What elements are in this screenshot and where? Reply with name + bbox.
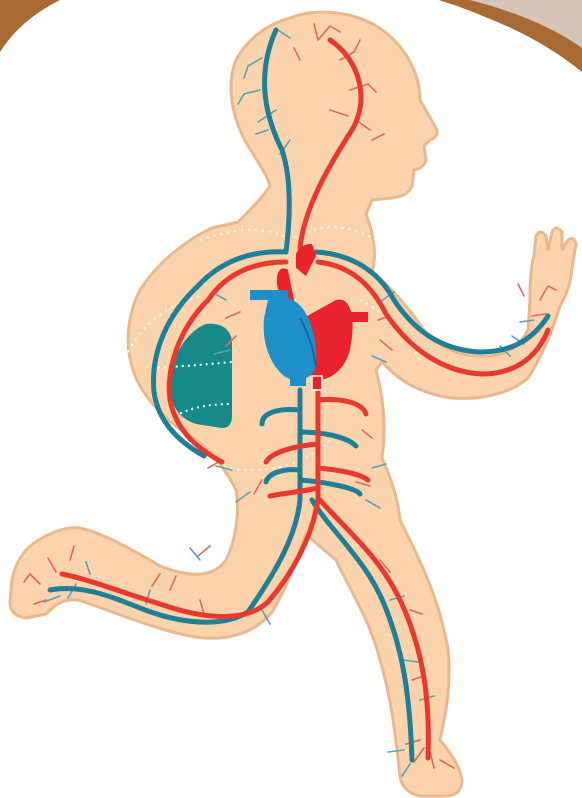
human-figure-icon [10, 12, 576, 796]
body-silhouette [10, 12, 576, 796]
heart-descending-aorta [312, 376, 322, 390]
heart-vena-cava [290, 366, 306, 386]
heart-pulmonary-vein [330, 312, 368, 322]
heart-pulmonary-artery [250, 290, 288, 300]
